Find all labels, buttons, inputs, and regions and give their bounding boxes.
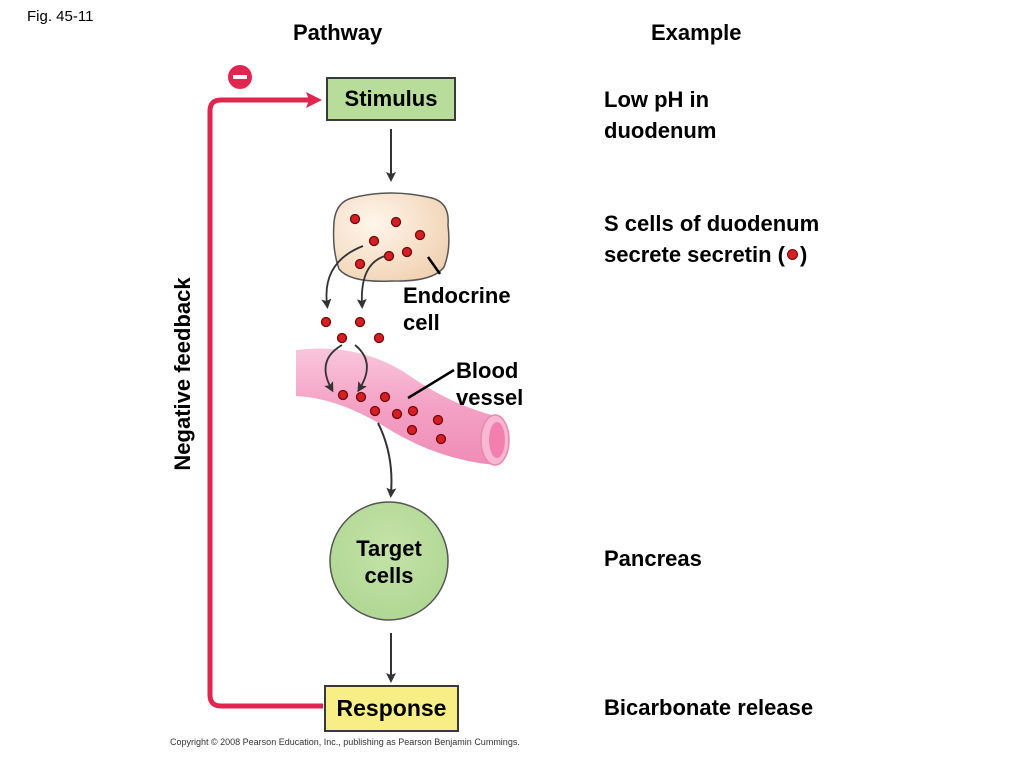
hormone-dots-interstitial [320,316,385,344]
target-cells [329,501,449,621]
example-secretion-line2-suffix: ) [800,242,808,267]
hormone-dots-vessel [337,389,447,445]
secretion-arrow-left [321,245,364,309]
blood-vessel-leader [407,368,455,400]
blood-vessel-label-line1: Blood [456,358,519,383]
entry-arrow-right [354,344,368,393]
secretion-arrow-right [356,255,386,309]
endocrine-cell-leader [426,256,442,275]
example-stimulus-line2: duodenum [604,118,717,143]
stimulus-box: Stimulus [326,77,456,121]
endocrine-cell [332,192,450,282]
hormone-dots-cell [349,213,426,270]
example-secretion-line2-prefix: secrete secretin ( [604,242,785,267]
blood-vessel-label-line2: vessel [456,385,524,410]
example-stimulus: Low pH in duodenum [604,84,716,146]
target-cells-label: Target cells [334,535,444,589]
example-secretion: S cells of duodenum secrete secretin () [604,208,819,270]
example-secretion-line2: secrete secretin () [604,239,819,270]
example-response: Bicarbonate release [604,695,814,720]
negative-sign-icon [228,65,252,89]
negative-feedback-label: Negative feedback [170,277,195,471]
arrow-vessel-to-target [377,422,397,498]
endocrine-cell-label-line1: Endocrine [403,283,511,308]
response-box: Response [324,685,459,732]
copyright-notice: Copyright © 2008 Pearson Education, Inc.… [170,737,520,747]
pathway-header: Pathway [293,20,383,45]
example-stimulus-line1: Low pH in [604,87,710,112]
entry-arrow-left [324,344,343,393]
example-header: Example [651,20,742,45]
feedback-loop-line [207,92,323,709]
target-cells-label-line2: cells [364,563,414,588]
endocrine-cell-label: Endocrine cell [403,282,511,336]
example-target: Pancreas [604,546,702,571]
endocrine-cell-label-line2: cell [403,310,440,335]
blood-vessel-label: Blood vessel [456,357,523,411]
secretin-dot-icon [787,248,798,260]
target-cells-label-line1: Target [356,536,422,561]
example-secretion-line1: S cells of duodenum [604,211,820,236]
blood-vessel [296,348,510,466]
figure-label: Fig. 45-11 [27,8,94,25]
